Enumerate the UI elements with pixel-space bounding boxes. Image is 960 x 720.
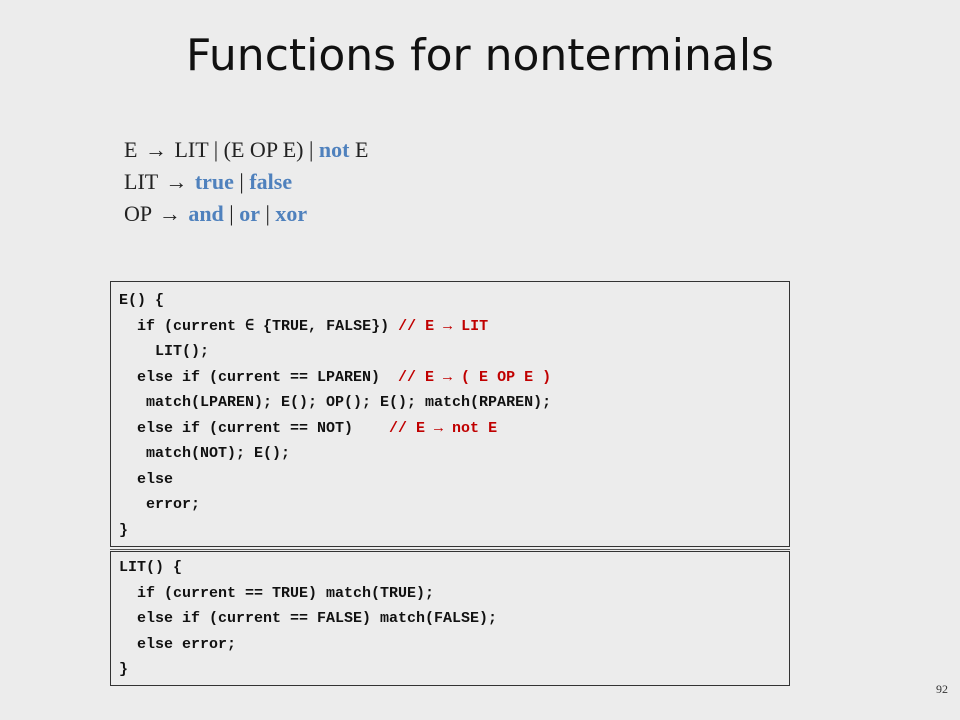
code-block-e: E() { if (current ∈ {TRUE, FALSE}) // E …	[110, 281, 790, 547]
slide-title: Functions for nonterminals	[186, 30, 774, 81]
code-line: match(LPAREN); E(); OP(); E(); match(RPA…	[119, 394, 552, 411]
code-comment: // E → not E	[389, 419, 498, 437]
grammar-rule-e: E → LIT | (E OP E) | not E	[124, 137, 369, 162]
code-line: else error;	[119, 635, 237, 653]
code-line: }	[119, 661, 129, 678]
code-line: match(NOT); E();	[119, 445, 291, 462]
grammar-rules: E → LIT | (E OP E) | not E LIT → true | …	[124, 134, 368, 230]
code-line: else if (current == NOT) // E → not E	[119, 419, 498, 437]
code-block-lit: LIT() { if (current == TRUE) match(TRUE)…	[110, 551, 790, 686]
code-comment: // E → LIT	[398, 317, 489, 335]
code-line: else if (current == LPAREN) // E → ( E O…	[119, 368, 552, 386]
code-line: if (current == TRUE) match(TRUE);	[119, 584, 435, 602]
code-line: LIT() {	[119, 559, 183, 576]
code-line: error;	[119, 496, 201, 513]
grammar-rule-lit: LIT → true | false	[124, 169, 293, 194]
code-line: E() {	[119, 292, 165, 309]
grammar-rule-op: OP → and | or | xor	[124, 201, 308, 226]
code-line: LIT();	[119, 343, 210, 360]
code-comment: // E → ( E OP E )	[398, 368, 552, 386]
code-line: else	[119, 470, 174, 488]
code-line: }	[119, 521, 129, 539]
code-line: if (current ∈ {TRUE, FALSE}) // E → LIT	[119, 317, 489, 335]
code-line: else if (current == FALSE) match(FALSE);	[119, 610, 498, 627]
code-divider	[110, 549, 790, 550]
page-number: 92	[936, 682, 948, 696]
